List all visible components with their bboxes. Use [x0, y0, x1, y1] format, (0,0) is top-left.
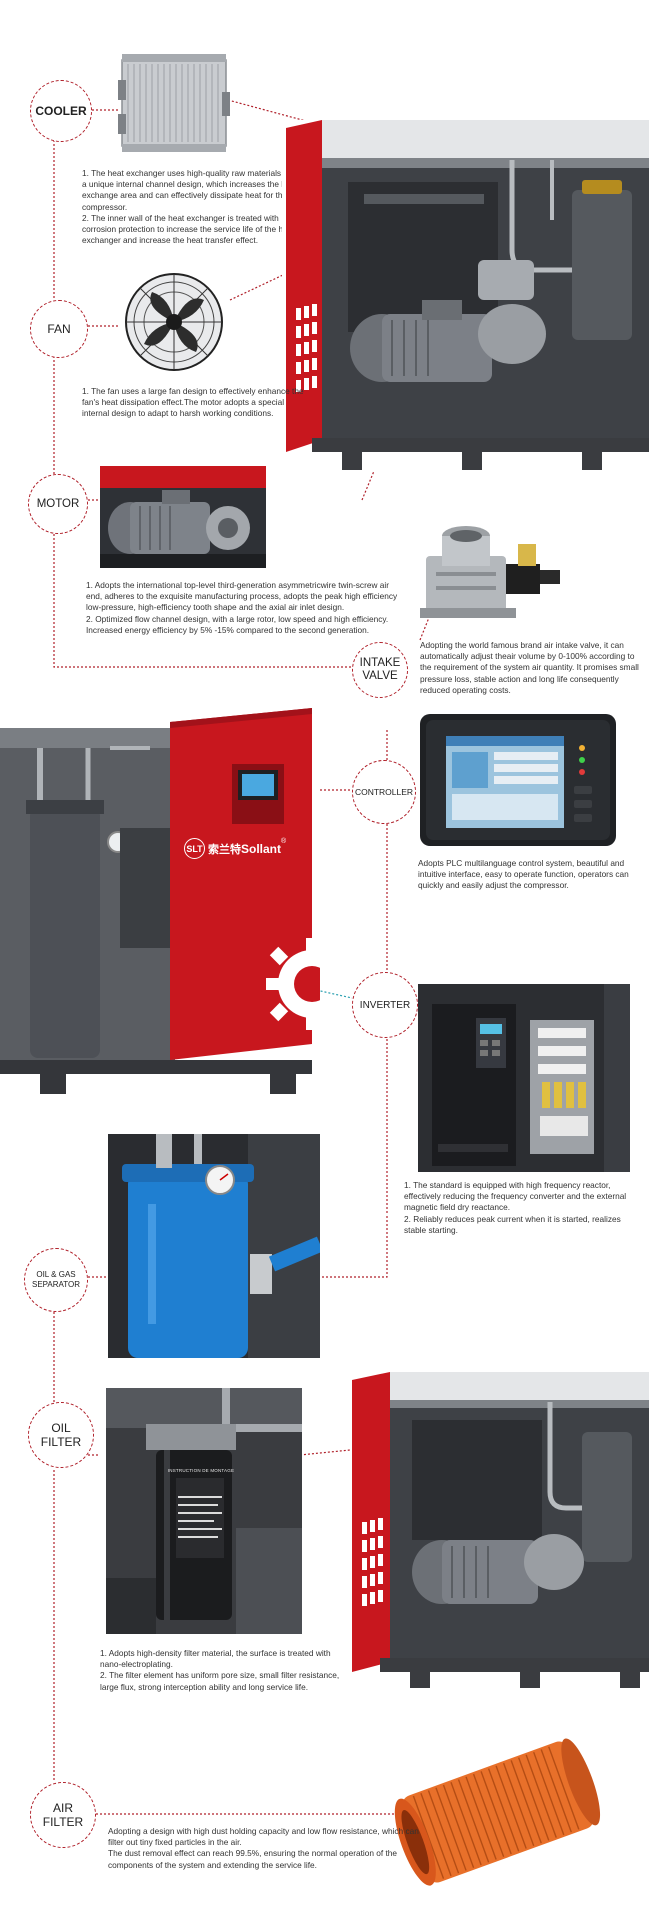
- cooler-radiator-image: [118, 52, 230, 156]
- inverter-image: [418, 984, 630, 1172]
- inverter-point-2: 2. Reliably reduces peak current when it…: [404, 1213, 621, 1235]
- inverter-label-circle: INVERTER: [352, 972, 418, 1038]
- oil-filter-image: INSTRUCTION DE MONTAGE: [106, 1388, 302, 1634]
- oil-filter-point-2: 2. The filter element has uniform pore s…: [100, 1670, 340, 1692]
- brand-logo: SLT 索兰特 Sollant ®: [184, 838, 286, 859]
- oil-filter-instruction-label: INSTRUCTION DE MONTAGE: [167, 1468, 235, 1473]
- motor-description: 1. Adopts the international top-level th…: [86, 580, 404, 636]
- controller-label: CONTROLLER: [354, 787, 414, 797]
- intake-valve-label-line1: INTAKE: [359, 657, 401, 669]
- brand-registered-mark: ®: [281, 838, 287, 845]
- oil-filter-point-1: 1. Adopts high-density filter material, …: [100, 1648, 331, 1670]
- motor-point-2: 2. Optimized flow channel design, with a…: [86, 613, 389, 635]
- oil-filter-description: 1. Adopts high-density filter material, …: [100, 1648, 350, 1693]
- brand-name-en: Sollant: [241, 841, 282, 856]
- intake-valve-point-1: Adopting the world famous brand air inta…: [420, 640, 639, 695]
- air-filter-point-1: Adopting a design with high dust holding…: [108, 1826, 419, 1848]
- oil-filter-label-line1: OIL: [51, 1421, 71, 1435]
- fan-point-1: 1. The fan uses a large fan design to ef…: [82, 386, 304, 419]
- motor-label: MOTOR: [36, 498, 80, 510]
- air-filter-image: [380, 1732, 616, 1892]
- inverter-point-1: 1. The standard is equipped with high fr…: [404, 1180, 627, 1213]
- air-filter-label-line1: AIR: [52, 1801, 73, 1815]
- intake-valve-description: Adopting the world famous brand air inta…: [420, 640, 644, 696]
- oil-gas-separator-label-line2: SEPARATOR: [31, 1280, 80, 1289]
- compressor-cabinet-image: [0, 708, 320, 1108]
- fan-label: FAN: [47, 322, 71, 336]
- cooler-point-2: 2. The inner wall of the heat exchanger …: [82, 212, 295, 246]
- fan-description: 1. The fan uses a large fan design to ef…: [82, 386, 304, 420]
- intake-valve-label-circle: INTAKE VALVE: [352, 642, 408, 698]
- air-filter-label-line2: FILTER: [42, 1815, 84, 1829]
- compressor-interior-image-2: [350, 1372, 649, 1690]
- oil-filter-label-circle: OIL FILTER: [28, 1402, 94, 1468]
- fan-label-circle: FAN: [30, 300, 88, 358]
- air-filter-label-circle: AIR FILTER: [30, 1782, 96, 1848]
- controller-point-1: Adopts PLC multilanguage control system,…: [418, 858, 629, 891]
- cooler-label: COOLER: [35, 104, 87, 118]
- cooler-label-circle: COOLER: [30, 80, 92, 142]
- intake-valve-label-line2: VALVE: [362, 670, 398, 682]
- oil-gas-separator-label-line1: OIL & GAS: [36, 1270, 76, 1279]
- motor-label-circle: MOTOR: [28, 474, 88, 534]
- inverter-label: INVERTER: [359, 999, 411, 1011]
- inverter-description: 1. The standard is equipped with high fr…: [404, 1180, 636, 1236]
- compressor-interior-image: [282, 120, 649, 472]
- controller-screen-image: [420, 714, 616, 846]
- oil-filter-label-line2: FILTER: [40, 1435, 82, 1449]
- controller-label-circle: CONTROLLER: [352, 760, 416, 824]
- motor-point-1: 1. Adopts the international top-level th…: [86, 580, 398, 613]
- controller-description: Adopts PLC multilanguage control system,…: [418, 858, 644, 892]
- motor-image: [100, 466, 266, 568]
- brand-name-cn: 索兰特: [208, 843, 241, 856]
- oil-gas-separator-image: [108, 1134, 320, 1358]
- fan-image: [118, 270, 230, 374]
- intake-valve-image: [410, 516, 570, 626]
- cooler-description: 1. The heat exchanger uses high-quality …: [82, 168, 304, 246]
- cooler-point-1: 1. The heat exchanger uses high-quality …: [82, 168, 299, 212]
- oil-gas-separator-label-circle: OIL & GAS SEPARATOR: [24, 1248, 88, 1312]
- brand-logo-mark: SLT: [184, 838, 205, 859]
- air-filter-point-2: The dust removal effect can reach 99.5%,…: [108, 1848, 398, 1870]
- air-filter-description: Adopting a design with high dust holding…: [108, 1826, 424, 1871]
